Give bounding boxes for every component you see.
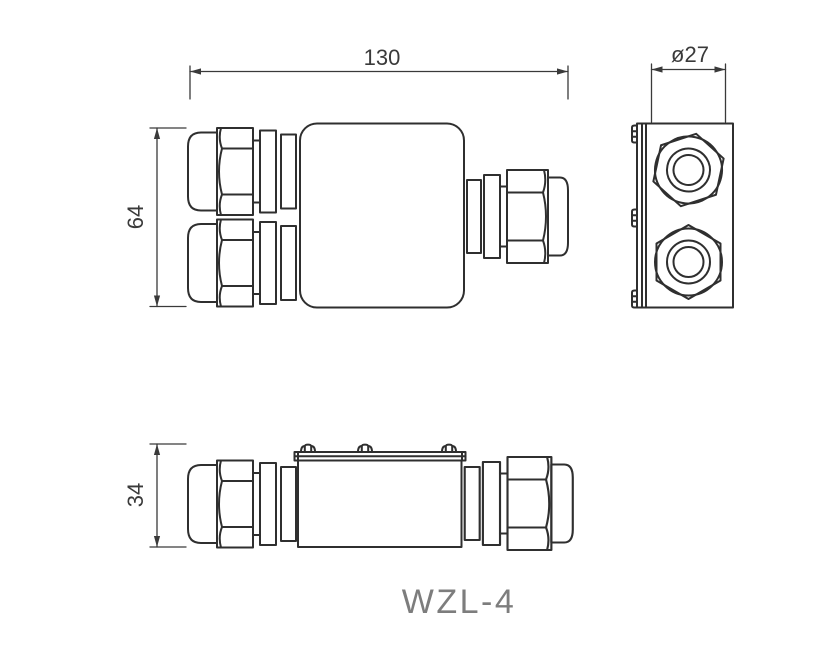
side-view xyxy=(187,443,574,552)
extension-lines xyxy=(149,443,187,548)
arrowhead-bottom xyxy=(153,536,161,547)
end-view-lid-seam xyxy=(641,122,647,309)
dimension-text-length: 130 xyxy=(364,45,401,70)
side-view-screw-left xyxy=(300,443,316,453)
arrowhead-bottom xyxy=(153,295,161,307)
side-view-body xyxy=(297,459,463,548)
side-view-screw-middle xyxy=(357,443,373,453)
front-view-body xyxy=(299,122,465,309)
dimension-height-64 xyxy=(149,127,187,308)
side-view-gland-right xyxy=(463,455,574,552)
arrowhead-top xyxy=(153,128,161,139)
dimension-diameter-27 xyxy=(650,63,727,123)
arrowhead-left xyxy=(651,66,663,73)
dimension-text-height: 64 xyxy=(123,205,148,229)
front-view-gland-bottom-left xyxy=(187,218,297,308)
part-outlines xyxy=(187,122,734,552)
front-view xyxy=(187,122,569,309)
end-view-gland-top xyxy=(647,125,730,215)
dimension-text-depth: 34 xyxy=(123,483,148,507)
front-view-gland-right xyxy=(466,169,569,264)
dimensions xyxy=(149,63,727,548)
arrowhead-top xyxy=(153,444,161,455)
dimension-depth-34 xyxy=(149,443,187,548)
side-view-gland-left xyxy=(187,459,297,549)
extension-lines xyxy=(149,127,187,308)
end-view-gland-bottom xyxy=(654,224,723,300)
part-label: WZL-4 xyxy=(402,583,517,621)
dimension-text-diameter: ø27 xyxy=(671,42,709,67)
side-view-screw-right xyxy=(441,443,457,453)
extension-lines xyxy=(650,63,727,123)
side-view-lid-tabs xyxy=(297,451,463,462)
end-view xyxy=(631,122,734,309)
end-view-body xyxy=(636,122,734,309)
dimension-length-130 xyxy=(189,65,569,100)
arrowhead-left xyxy=(190,68,201,75)
arrowhead-right xyxy=(557,68,568,75)
arrowhead-right xyxy=(714,66,726,73)
front-view-gland-top-left xyxy=(187,127,297,216)
